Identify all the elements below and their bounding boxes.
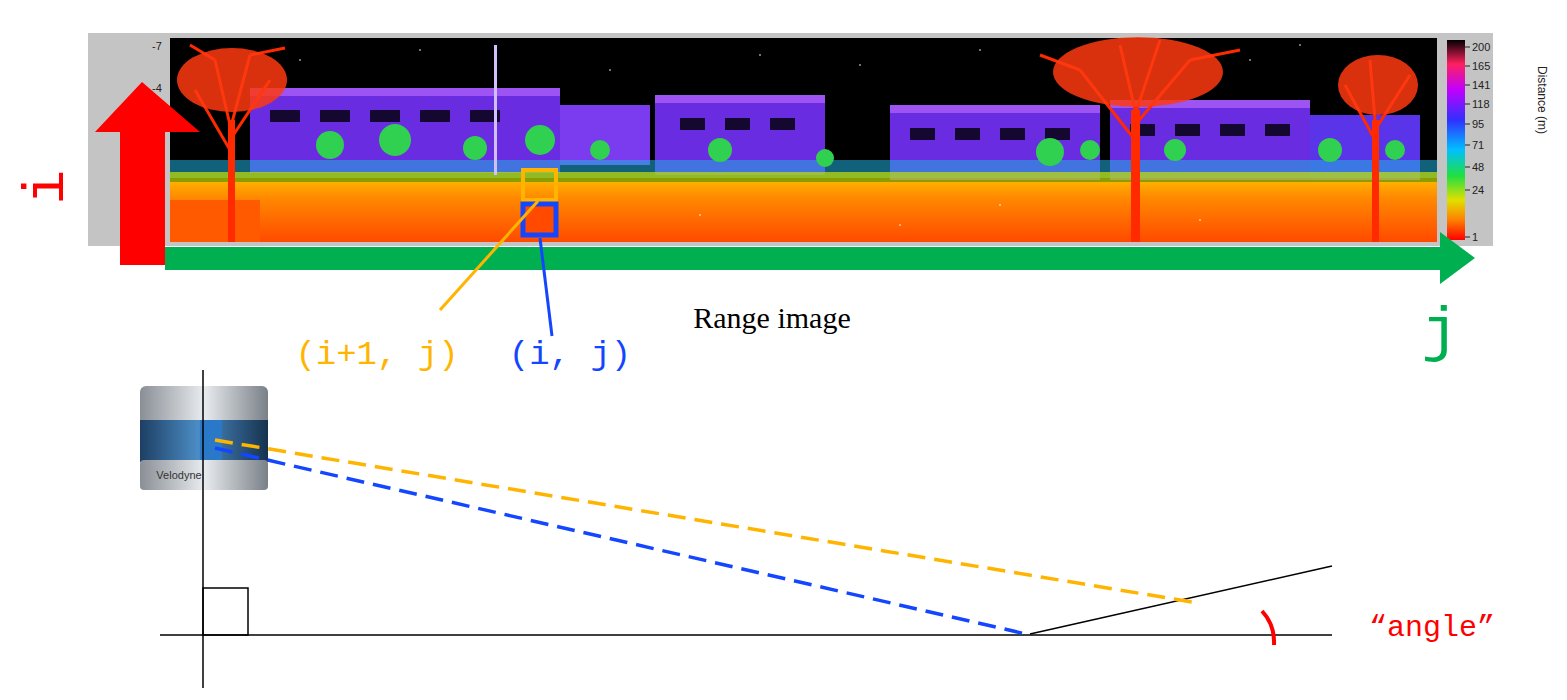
colorbar-tick: 165 xyxy=(1472,61,1490,72)
pixel-label: (i+1, j) xyxy=(295,338,458,372)
axis-letter: j xyxy=(1421,302,1458,364)
colorbar-tick: 24 xyxy=(1472,185,1484,196)
colorbar-tick: 200 xyxy=(1472,42,1490,53)
axis-tick: -7 xyxy=(152,41,162,52)
axis-tick: -4 xyxy=(152,83,162,94)
colorbar-tick: 141 xyxy=(1472,80,1490,91)
colorbar-tick: 118 xyxy=(1472,99,1490,110)
angle-label: “angle” xyxy=(1369,613,1495,643)
pixel-label: (i, j) xyxy=(509,338,631,372)
colorbar-tick: 95 xyxy=(1472,119,1484,130)
colorbar-tick: 71 xyxy=(1472,140,1484,151)
colorbar-tick: 48 xyxy=(1472,162,1484,173)
colorbar-title: Distance (m) xyxy=(1536,66,1548,134)
image-caption: Range image xyxy=(693,303,850,333)
sensor-brand: Velodyne xyxy=(156,470,201,481)
colorbar-tick: 1 xyxy=(1472,232,1478,243)
axis-letter: i xyxy=(19,170,77,205)
